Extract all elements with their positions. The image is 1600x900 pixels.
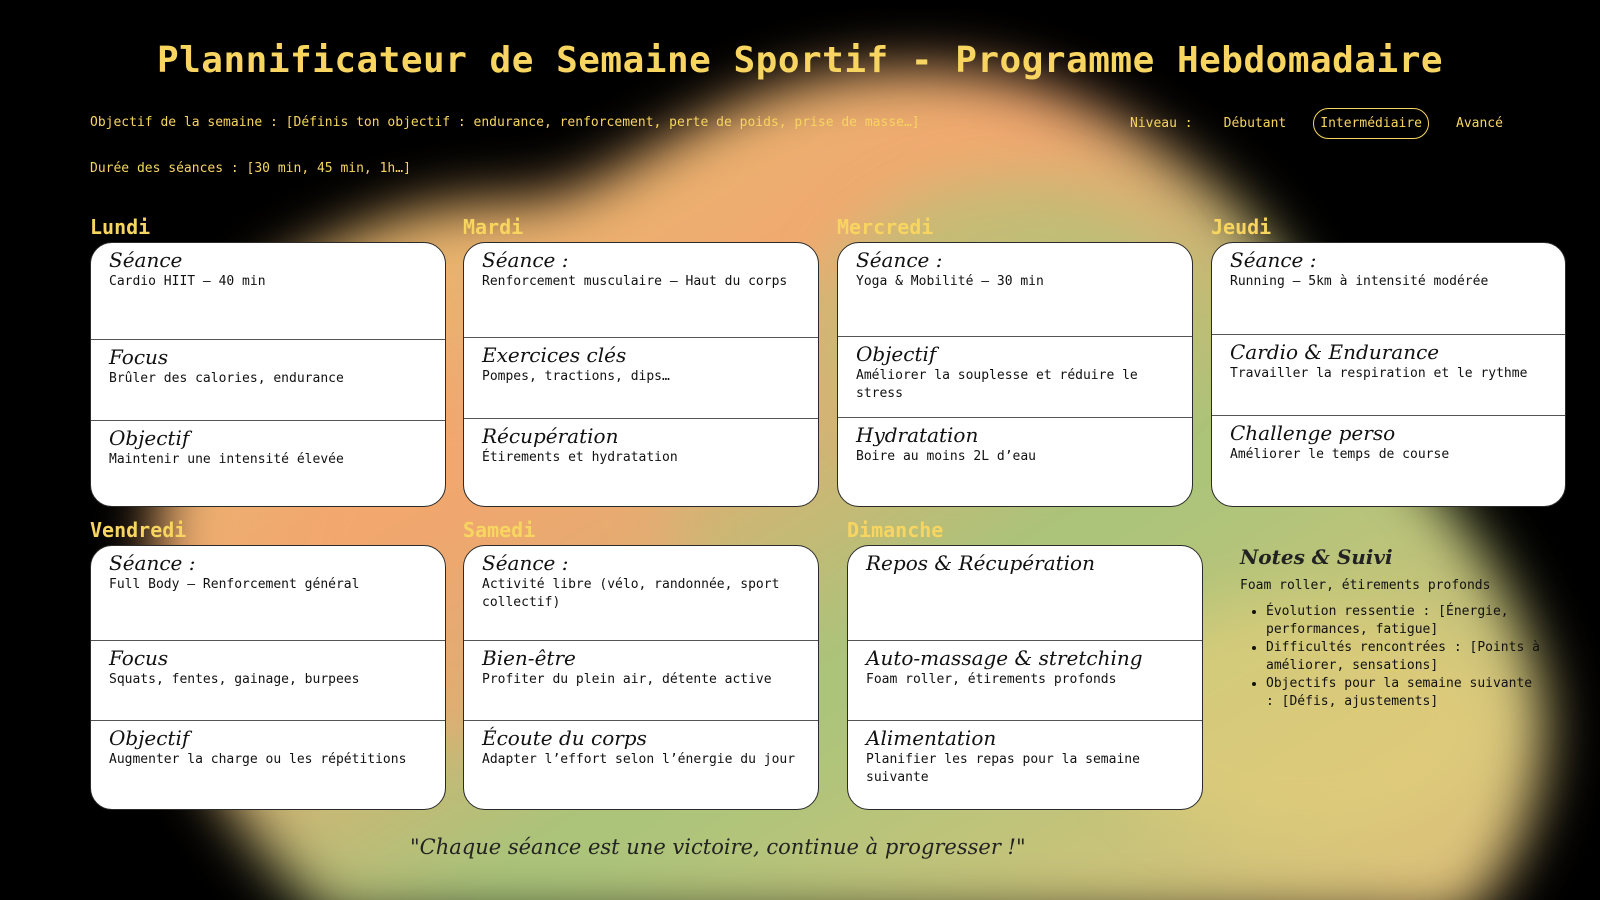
level-option-advanced[interactable]: Avancé <box>1456 115 1503 131</box>
section-heading: Séance : <box>1230 248 1317 272</box>
card-section: Hydratation Boire au moins 2L d’eau <box>838 417 1192 506</box>
section-heading: Exercices clés <box>482 343 627 367</box>
section-text: Full Body – Renforcement général <box>109 577 360 592</box>
card-section: Séance : Full Body – Renforcement généra… <box>91 546 445 640</box>
card-section: Focus Squats, fentes, gainage, burpees <box>91 640 445 720</box>
section-text: Améliorer le temps de course <box>1230 447 1450 462</box>
section-text: Profiter du plein air, détente active <box>482 672 772 687</box>
section-heading: Focus <box>109 646 169 670</box>
section-text: Maintenir une intensité élevée <box>109 452 344 467</box>
section-text: Boire au moins 2L d’eau <box>856 449 1037 464</box>
section-text: Cardio HIIT – 40 min <box>109 274 266 289</box>
day-card-dimanche: Repos & Récupération Auto-massage & stre… <box>847 545 1203 810</box>
day-card-jeudi: Séance : Running – 5km à intensité modér… <box>1211 242 1566 507</box>
section-heading: Repos & Récupération <box>866 551 1095 575</box>
day-label-jeudi: Jeudi <box>1211 215 1272 239</box>
day-card-mercredi: Séance : Yoga & Mobilité – 30 min Object… <box>837 242 1193 507</box>
section-heading: Auto-massage & stretching <box>866 646 1143 670</box>
day-label-vendredi: Vendredi <box>90 518 187 542</box>
notes-text: Foam roller, étirements profonds <box>1240 578 1491 593</box>
day-card-lundi: Séance Cardio HIIT – 40 min Focus Brûler… <box>90 242 446 507</box>
motivation-quote: "Chaque séance est une victoire, continu… <box>410 835 1026 859</box>
section-text: Brûler des calories, endurance <box>109 371 344 386</box>
section-text: Yoga & Mobilité – 30 min <box>856 274 1044 289</box>
section-heading: Focus <box>109 345 169 369</box>
day-card-vendredi: Séance : Full Body – Renforcement généra… <box>90 545 446 810</box>
section-text: Running – 5km à intensité modérée <box>1230 274 1489 289</box>
notes-panel: Notes & Suivi Foam roller, étirements pr… <box>1240 545 1540 711</box>
section-heading: Séance : <box>856 248 943 272</box>
level-label: Niveau : <box>1130 115 1193 131</box>
card-section: Séance Cardio HIIT – 40 min <box>91 243 445 339</box>
card-section: Séance : Running – 5km à intensité modér… <box>1212 243 1565 334</box>
section-heading: Alimentation <box>866 726 997 750</box>
week-objective: Objectif de la semaine : [Définis ton ob… <box>90 115 920 130</box>
list-item: Objectifs pour la semaine suivante : [Dé… <box>1266 675 1540 711</box>
section-text: Améliorer la souplesse et réduire le str… <box>856 368 1138 401</box>
card-section: Auto-massage & stretching Foam roller, é… <box>848 640 1202 720</box>
session-duration: Durée des séances : [30 min, 45 min, 1h…… <box>90 161 411 176</box>
card-section: Cardio & Endurance Travailler la respira… <box>1212 334 1565 415</box>
section-heading: Objectif <box>856 342 937 366</box>
day-card-samedi: Séance : Activité libre (vélo, randonnée… <box>463 545 819 810</box>
card-section: Séance : Yoga & Mobilité – 30 min <box>838 243 1192 336</box>
section-heading: Challenge perso <box>1230 421 1396 445</box>
section-text: Adapter l’effort selon l’énergie du jour <box>482 752 796 767</box>
section-text: Travailler la respiration et le rythme <box>1230 366 1528 381</box>
day-label-samedi: Samedi <box>463 518 536 542</box>
section-text: Étirements et hydratation <box>482 450 678 465</box>
card-section: Objectif Augmenter la charge ou les répé… <box>91 720 445 809</box>
section-text: Foam roller, étirements profonds <box>866 672 1117 687</box>
level-selector: Niveau : Débutant Intermédiaire Avancé <box>1130 105 1520 141</box>
section-heading: Séance : <box>482 248 569 272</box>
section-heading: Cardio & Endurance <box>1230 340 1440 364</box>
section-text: Pompes, tractions, dips… <box>482 369 670 384</box>
day-label-mercredi: Mercredi <box>837 215 934 239</box>
card-section: Bien-être Profiter du plein air, détente… <box>464 640 818 720</box>
card-section: Alimentation Planifier les repas pour la… <box>848 720 1202 809</box>
card-section: Objectif Améliorer la souplesse et rédui… <box>838 336 1192 417</box>
section-heading: Écoute du corps <box>482 726 647 750</box>
section-heading: Récupération <box>482 424 619 448</box>
section-text: Renforcement musculaire – Haut du corps <box>482 274 788 289</box>
section-heading: Bien-être <box>482 646 576 670</box>
level-option-intermediate[interactable]: Intermédiaire <box>1313 107 1429 139</box>
section-heading: Séance : <box>109 551 196 575</box>
page-title: Plannificateur de Semaine Sportif - Prog… <box>156 40 1444 81</box>
section-text: Planifier les repas pour la semaine suiv… <box>866 752 1140 785</box>
section-heading: Hydratation <box>856 423 979 447</box>
notes-list: Évolution ressentie : [Énergie, performa… <box>1240 603 1540 711</box>
day-label-lundi: Lundi <box>90 215 151 239</box>
section-text: Activité libre (vélo, randonnée, sport c… <box>482 577 780 610</box>
card-section: Séance : Renforcement musculaire – Haut … <box>464 243 818 337</box>
day-label-mardi: Mardi <box>463 215 524 239</box>
day-label-dimanche: Dimanche <box>847 518 944 542</box>
list-item: Difficultés rencontrées : [Points à amél… <box>1266 639 1540 675</box>
day-card-mardi: Séance : Renforcement musculaire – Haut … <box>463 242 819 507</box>
card-section: Séance : Activité libre (vélo, randonnée… <box>464 546 818 640</box>
card-section: Challenge perso Améliorer le temps de co… <box>1212 415 1565 506</box>
card-section: Exercices clés Pompes, tractions, dips… <box>464 337 818 418</box>
list-item: Évolution ressentie : [Énergie, performa… <box>1266 603 1540 639</box>
card-section: Écoute du corps Adapter l’effort selon l… <box>464 720 818 809</box>
section-text: Squats, fentes, gainage, burpees <box>109 672 360 687</box>
section-heading: Objectif <box>109 726 190 750</box>
section-heading: Séance : <box>482 551 569 575</box>
section-text: Augmenter la charge ou les répétitions <box>109 752 407 767</box>
card-section: Objectif Maintenir une intensité élevée <box>91 420 445 506</box>
notes-title: Notes & Suivi <box>1240 545 1393 569</box>
level-option-beginner[interactable]: Débutant <box>1223 115 1287 131</box>
card-section: Focus Brûler des calories, endurance <box>91 339 445 420</box>
card-section: Repos & Récupération <box>848 546 1202 640</box>
section-heading: Séance <box>109 248 183 272</box>
card-section: Récupération Étirements et hydratation <box>464 418 818 506</box>
section-heading: Objectif <box>109 426 190 450</box>
